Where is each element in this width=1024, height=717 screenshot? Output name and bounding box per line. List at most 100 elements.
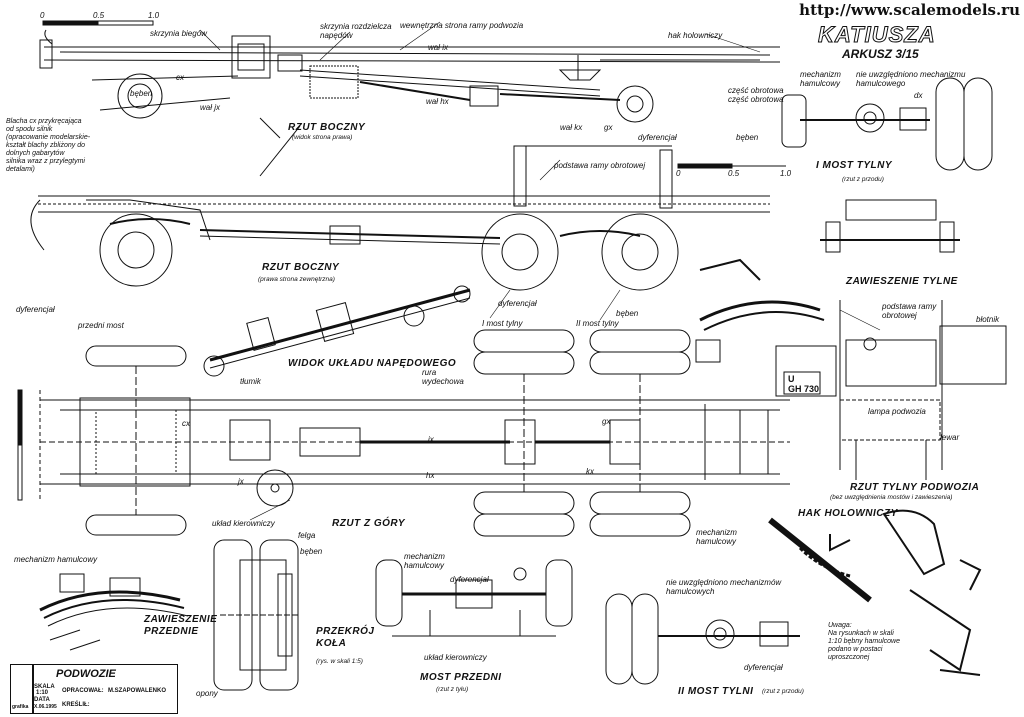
title-top-view: RZUT Z GÓRY xyxy=(332,518,406,529)
title-block-scale-value: 1:10 xyxy=(36,690,49,696)
title-block-title: PODWOZIE xyxy=(56,668,116,680)
scale-bar-top xyxy=(42,20,154,26)
label-shaft-hx: wał hx xyxy=(426,97,449,106)
subtitle-side-view-left: (widok strona prawa) xyxy=(292,134,353,141)
license-plate: U GH 730 xyxy=(788,374,820,395)
label-rear-axle-1: I most tylny xyxy=(482,319,523,328)
front-suspension-drawing xyxy=(39,573,189,651)
title-side-view-right: RZUT BOCZNY xyxy=(262,262,340,273)
publisher-logo-text: grafika xyxy=(12,704,29,710)
label-drum-3: bęben xyxy=(616,309,639,318)
title-rear-frame: RZUT TYLNY PODWOZIA xyxy=(850,482,980,493)
label-tow-hook: hak holowniczy xyxy=(668,31,723,40)
title-block-author: M.SZAPOWALENKO xyxy=(108,688,166,694)
scale-label-r05: 0.5 xyxy=(728,169,740,178)
title-rear-axle-2: II MOST TYLNI xyxy=(678,686,754,697)
leader-lines xyxy=(199,21,881,521)
top-view-drawing xyxy=(39,329,790,537)
label-cx-top: cx xyxy=(182,419,190,428)
label-rear-axle-2: II most tylny xyxy=(576,319,619,328)
subtitle-side-view-right: (prawa strona zewnętrzna) xyxy=(258,276,335,283)
label-rotating-part: część obrotowa część obrotowa xyxy=(728,86,784,105)
subtitle-wheel-section: (rys. w skali 1:5) xyxy=(316,658,363,665)
label-gx-top: gx xyxy=(602,417,611,426)
label-differential-rear-2: dyferencjał xyxy=(744,663,783,672)
label-rotating-base-2: podstawa ramy obrotowej xyxy=(882,302,937,321)
label-inner-frame: wewnętrzna strona ramy podwozia xyxy=(400,21,524,30)
title-drive-train: WIDOK UKŁADU NAPĘDOWEGO xyxy=(288,358,457,369)
label-plate-note: Blacha cx przykręcająca od spodu silnik … xyxy=(6,118,91,174)
side-view-right-drawing xyxy=(30,117,770,291)
label-differential-front: dyferencjał xyxy=(450,575,489,584)
scale-bar-left xyxy=(17,389,23,501)
title-rear-axle-1: I MOST TYLNY xyxy=(816,160,892,171)
rear-axle-2-drawing xyxy=(605,593,800,685)
label-differential-2: dyferencjał xyxy=(16,305,55,314)
scale-label-05: 0.5 xyxy=(93,11,105,20)
publisher-logo xyxy=(10,664,34,714)
label-brake-mech-front: mechanizm hamulcowy xyxy=(14,555,98,564)
subtitle-rear-axle-1: (rzut z przodu) xyxy=(842,176,884,183)
title-side-view-left: RZUT BOCZNY xyxy=(288,122,366,133)
label-brake-mech-top: mechanizm hamulcowy xyxy=(696,528,737,547)
rear-axle-1-drawing xyxy=(781,77,993,171)
side-view-left-drawing xyxy=(39,29,781,123)
scale-bar-right xyxy=(677,163,786,169)
label-muffler: tłumik xyxy=(240,377,261,386)
title-block-date-label: DATA xyxy=(34,697,50,703)
label-shaft-ix: wał ix xyxy=(428,43,449,52)
label-drum-wheel: bęben xyxy=(300,547,323,556)
label-brake-mechanism: mechanizm hamulcowy xyxy=(800,70,841,89)
title-rear-suspension: ZAWIESZENIE TYLNE xyxy=(846,276,958,287)
label-drum: bęben xyxy=(130,89,153,98)
subtitle-front-axle: (rzut z tyłu) xyxy=(436,686,469,693)
label-gx: gx xyxy=(604,123,613,132)
hitch-drawing xyxy=(768,509,982,676)
label-jx-steering: jx xyxy=(238,477,244,486)
label-transfer-case: skrzynia rozdzielcza napędów xyxy=(320,22,392,41)
label-tyres: opony xyxy=(196,689,218,698)
label-chassis-lamp: lampa podwozia xyxy=(868,407,926,416)
label-rotating-base: podstawa ramy obrotowej xyxy=(554,161,646,170)
label-shaft-jx: wał jx xyxy=(200,103,221,112)
note-uwaga: Uwaga: Na rysunkach w skali 1:10 bębny h… xyxy=(828,622,900,662)
label-rim: felga xyxy=(298,531,316,540)
drive-train-drawing xyxy=(203,285,471,377)
sheet-name: KATIUSZA xyxy=(818,22,936,48)
front-axle-drawing xyxy=(375,559,573,637)
label-steering-front: układ kierowniczy xyxy=(424,653,487,662)
rear-frame-drawing xyxy=(775,300,1007,480)
sheet-number: ARKUSZ 3/15 xyxy=(842,47,919,61)
label-kx-top: kx xyxy=(586,467,594,476)
scale-label-0: 0 xyxy=(40,11,45,20)
subtitle-rear-frame: (bez uwzględnienia mostów i zawieszenia) xyxy=(830,494,953,501)
label-fender: błotnik xyxy=(976,315,1000,324)
label-jack: lewar xyxy=(940,433,960,442)
label-brake-mech-front-axle: mechanizm hamulcowy xyxy=(404,552,445,571)
title-front-axle: MOST PRZEDNI xyxy=(420,672,502,683)
rear-suspension-drawing xyxy=(695,199,960,363)
label-jx-top: jx xyxy=(428,435,434,444)
title-block-author-label: OPRACOWAŁ: xyxy=(62,688,104,694)
label-front-axle: przedni most xyxy=(78,321,124,330)
label-shaft-kx: wał kx xyxy=(560,123,583,132)
title-block-scale-label: SKALA xyxy=(34,684,55,690)
watermark: http://www.scalemodels.ru xyxy=(793,0,1024,21)
label-hx-top: hx xyxy=(426,471,435,480)
label-cx: cx xyxy=(176,73,184,82)
scale-label-r1: 1.0 xyxy=(780,169,792,178)
label-dx: dx xyxy=(914,91,923,100)
title-block-drawn-label: KREŚLIŁ: xyxy=(62,702,90,708)
subtitle-rear-axle-2: (rzut z przodu) xyxy=(762,688,804,695)
title-block-date-value: X.06.1995 xyxy=(34,704,57,710)
title-front-suspension: ZAWIESZENIE PRZEDNIE xyxy=(144,614,218,637)
label-no-brakes: nie uwzględniono mechanizmów hamulcowych xyxy=(666,578,782,597)
scale-label-1: 1.0 xyxy=(148,11,160,20)
label-steering: układ kierowniczy xyxy=(212,519,275,528)
title-hitch: HAK HOLOWNICZY xyxy=(798,508,898,519)
label-differential-3: dyferencjał xyxy=(498,299,537,308)
scale-label-r0: 0 xyxy=(676,169,681,178)
label-brake-not-shown: nie uwzględniono mechanizmu hamulcowego xyxy=(856,70,966,89)
label-drum-2: bęben xyxy=(736,133,759,142)
